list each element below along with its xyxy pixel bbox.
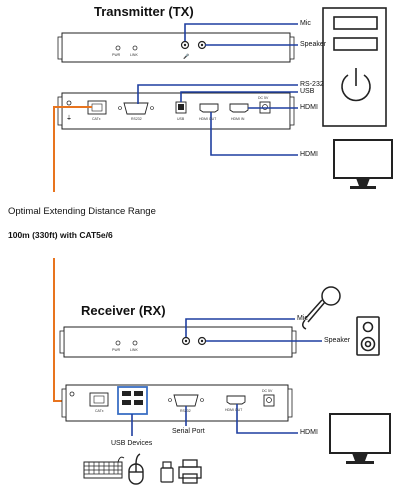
tx-hdmi-out-callout: HDMI (300, 151, 318, 158)
rx-speaker-callout: Speaker (324, 337, 351, 344)
tx-title: Transmitter (TX) (94, 4, 194, 19)
tx-monitor-icon (333, 139, 393, 189)
rx-hdmi-out-label: HDMI OUT (225, 408, 243, 412)
tx-mic-callout: Mic (300, 20, 311, 27)
rx-front-panel (59, 326, 297, 358)
tx-speaker-callout: Speaker (300, 41, 327, 48)
microphone-icon (302, 286, 341, 330)
tx-hdmi-out-label: HDMI OUT (199, 117, 217, 121)
flash-drive-icon (160, 461, 174, 483)
tx-callout-lines (137, 23, 298, 156)
serial-port-callout: Serial Port (172, 428, 205, 435)
keyboard-icon (83, 456, 125, 479)
tx-rs232-label: RS232 (131, 117, 142, 121)
tx-rs232-callout: RS-232 (300, 81, 324, 88)
tx-front-panel: 🎤 (57, 32, 295, 63)
rx-link-label: LINK (130, 348, 138, 352)
rx-title: Receiver (RX) (81, 303, 166, 318)
mouse-icon (128, 453, 144, 485)
usb-devices-callout: USB Devices (111, 440, 153, 447)
rx-dc-label: DC 5V (262, 389, 273, 393)
distance-value: 100m (330ft) with CAT5e/6 (8, 230, 113, 240)
distance-label: Optimal Extending Distance Range (8, 206, 156, 217)
svg-text:🎤: 🎤 (183, 53, 190, 60)
tx-usb-label: USB (177, 117, 185, 121)
tx-hdmi-in-callout: HDMI (300, 104, 318, 111)
tx-link-label: LINK (130, 53, 138, 57)
tx-pwr-label: PWR (112, 53, 121, 57)
rx-hdmi-callout: HDMI (300, 429, 318, 436)
tx-dc-label: DC 5V (258, 96, 269, 100)
tx-usb-callout: USB (300, 88, 315, 95)
rx-callout-lines (131, 318, 322, 436)
rx-pwr-label: PWR (112, 348, 121, 352)
tx-rear-panel: ⏚ (57, 92, 295, 130)
rx-mic-callout: Mic (297, 315, 308, 322)
rx-catx-label: CATx (95, 409, 104, 413)
tx-catx-label: CATx (92, 117, 101, 121)
tx-hdmi-in-label: HDMI IN (231, 117, 245, 121)
printer-icon (178, 459, 202, 484)
tower-pc-icon (322, 7, 387, 127)
speaker-icon (356, 316, 380, 356)
rx-rs232-label: RS232 (180, 409, 191, 413)
rx-monitor-icon (329, 413, 391, 464)
svg-text:⏚: ⏚ (66, 115, 72, 122)
rx-rear-panel (61, 384, 293, 422)
